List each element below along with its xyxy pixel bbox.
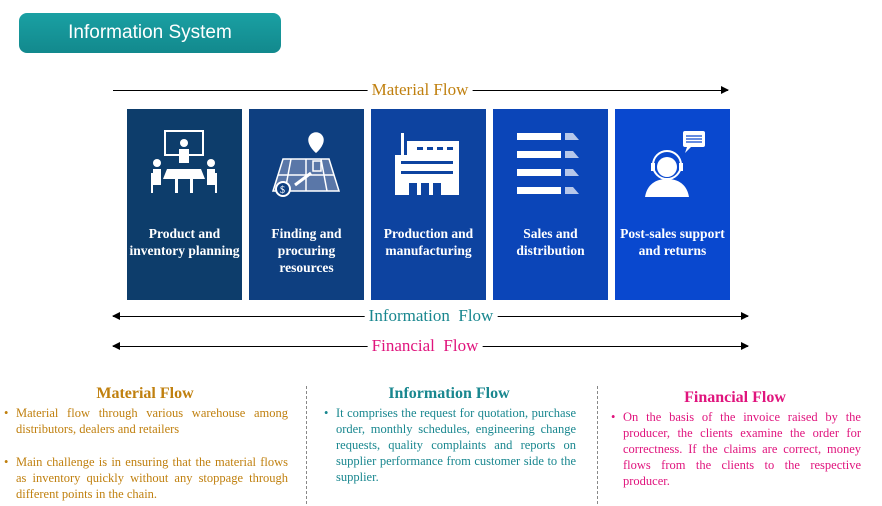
financial-flow-column: Financial Flow On the basis of the invoi… bbox=[609, 390, 861, 489]
stage-post-sales: Post-sales support and returns bbox=[615, 109, 730, 300]
material-flow-column: Material Flow Material flow through vari… bbox=[2, 386, 288, 502]
arrow-right-icon bbox=[741, 312, 749, 320]
information-flow-column: Information Flow It comprises the reques… bbox=[322, 386, 576, 485]
bullet: Main challenge is in ensuring that the m… bbox=[2, 454, 288, 502]
factory-icon bbox=[395, 133, 459, 195]
stage-label: Product and inventory planning bbox=[129, 226, 240, 258]
meeting-icon bbox=[151, 130, 217, 193]
stage-label: Production and manufacturing bbox=[383, 226, 474, 258]
information-flow-label: Information Flow bbox=[364, 306, 498, 326]
svg-text:$: $ bbox=[280, 185, 285, 196]
arrow-right-icon bbox=[721, 86, 729, 94]
column-heading: Material Flow bbox=[96, 385, 194, 402]
stage-label: Finding and procuring resources bbox=[271, 226, 342, 275]
arrow-left-icon bbox=[112, 342, 120, 350]
support-agent-icon bbox=[645, 131, 705, 197]
map-location-icon: $ bbox=[271, 132, 341, 197]
bullet: It comprises the request for quotation, … bbox=[322, 405, 576, 485]
stage-product-planning: Product and inventory planning bbox=[127, 109, 242, 300]
stage-finding-resources: $ Finding and procuring resources bbox=[249, 109, 364, 300]
stage-production: Production and manufacturing bbox=[371, 109, 486, 300]
bullet: On the basis of the invoice raised by th… bbox=[609, 409, 861, 489]
financial-flow-label: Financial Flow bbox=[367, 336, 483, 356]
column-heading: Financial Flow bbox=[684, 389, 786, 406]
arrow-right-icon bbox=[741, 342, 749, 350]
divider bbox=[597, 386, 598, 504]
column-heading: Information Flow bbox=[388, 385, 510, 402]
stage-label: Sales and distribution bbox=[516, 226, 585, 258]
bullet: Material flow through various warehouse … bbox=[2, 405, 288, 437]
stage-label: Post-sales support and returns bbox=[620, 226, 725, 258]
trucks-icon bbox=[517, 133, 579, 194]
divider bbox=[306, 386, 307, 504]
arrow-left-icon bbox=[112, 312, 120, 320]
information-system-banner: Information System bbox=[19, 13, 281, 53]
stage-sales-distribution: Sales and distribution bbox=[493, 109, 608, 300]
material-flow-label: Material Flow bbox=[367, 80, 473, 100]
